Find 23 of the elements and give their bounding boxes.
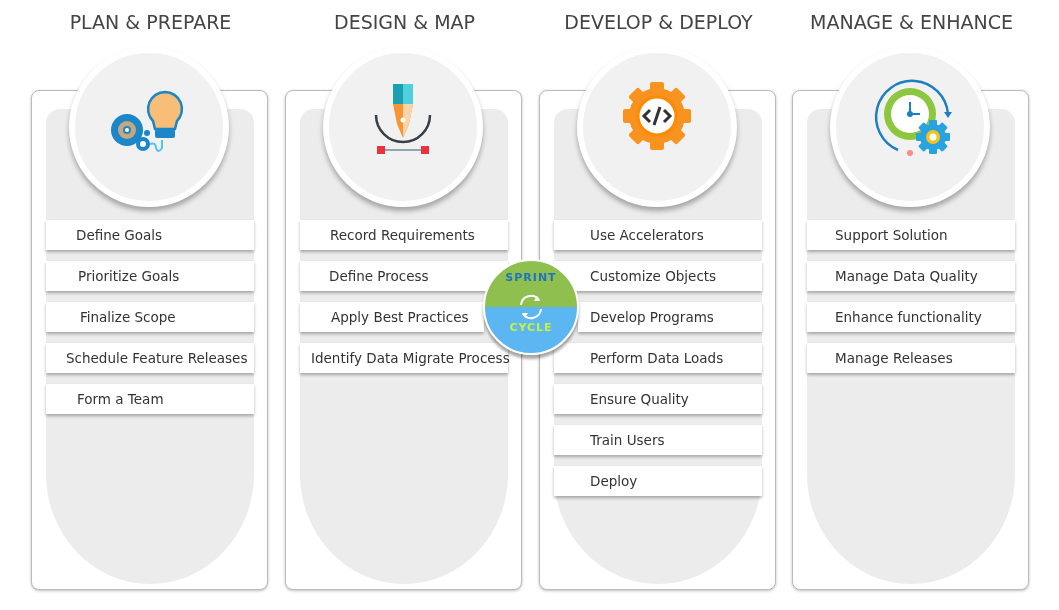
step-item: Finalize Scope bbox=[46, 302, 254, 332]
step-item: Deploy bbox=[554, 466, 762, 496]
column-heading: MANAGE & ENHANCE bbox=[809, 11, 1014, 33]
step-item: Train Users bbox=[554, 425, 762, 455]
step-item: Define Goals bbox=[46, 220, 254, 250]
step-item: Prioritize Goals bbox=[46, 261, 254, 291]
column-heading: PLAN & PREPARE bbox=[68, 11, 233, 33]
step-item: Apply Best Practices bbox=[300, 302, 484, 332]
step-item: Identify Data Migrate Process bbox=[300, 343, 508, 373]
step-item: Ensure Quality bbox=[554, 384, 762, 414]
step-item: Form a Team bbox=[46, 384, 254, 414]
step-item: Record Requirements bbox=[300, 220, 508, 250]
step-item: Schedule Feature Releases bbox=[46, 343, 254, 373]
step-item: Manage Releases bbox=[807, 343, 1015, 373]
step-item: Enhance functionality bbox=[807, 302, 1015, 332]
column-heading: DESIGN & MAP bbox=[333, 11, 476, 33]
badge-text: CYCLE bbox=[508, 321, 554, 334]
step-item: Manage Data Quality bbox=[807, 261, 1015, 291]
column-heading: DEVELOP & DEPLOY bbox=[563, 11, 754, 33]
step-item: Use Accelerators bbox=[554, 220, 762, 250]
step-item: Develop Programs bbox=[578, 302, 762, 332]
step-item: Perform Data Loads bbox=[554, 343, 762, 373]
step-item: Support Solution bbox=[807, 220, 1015, 250]
